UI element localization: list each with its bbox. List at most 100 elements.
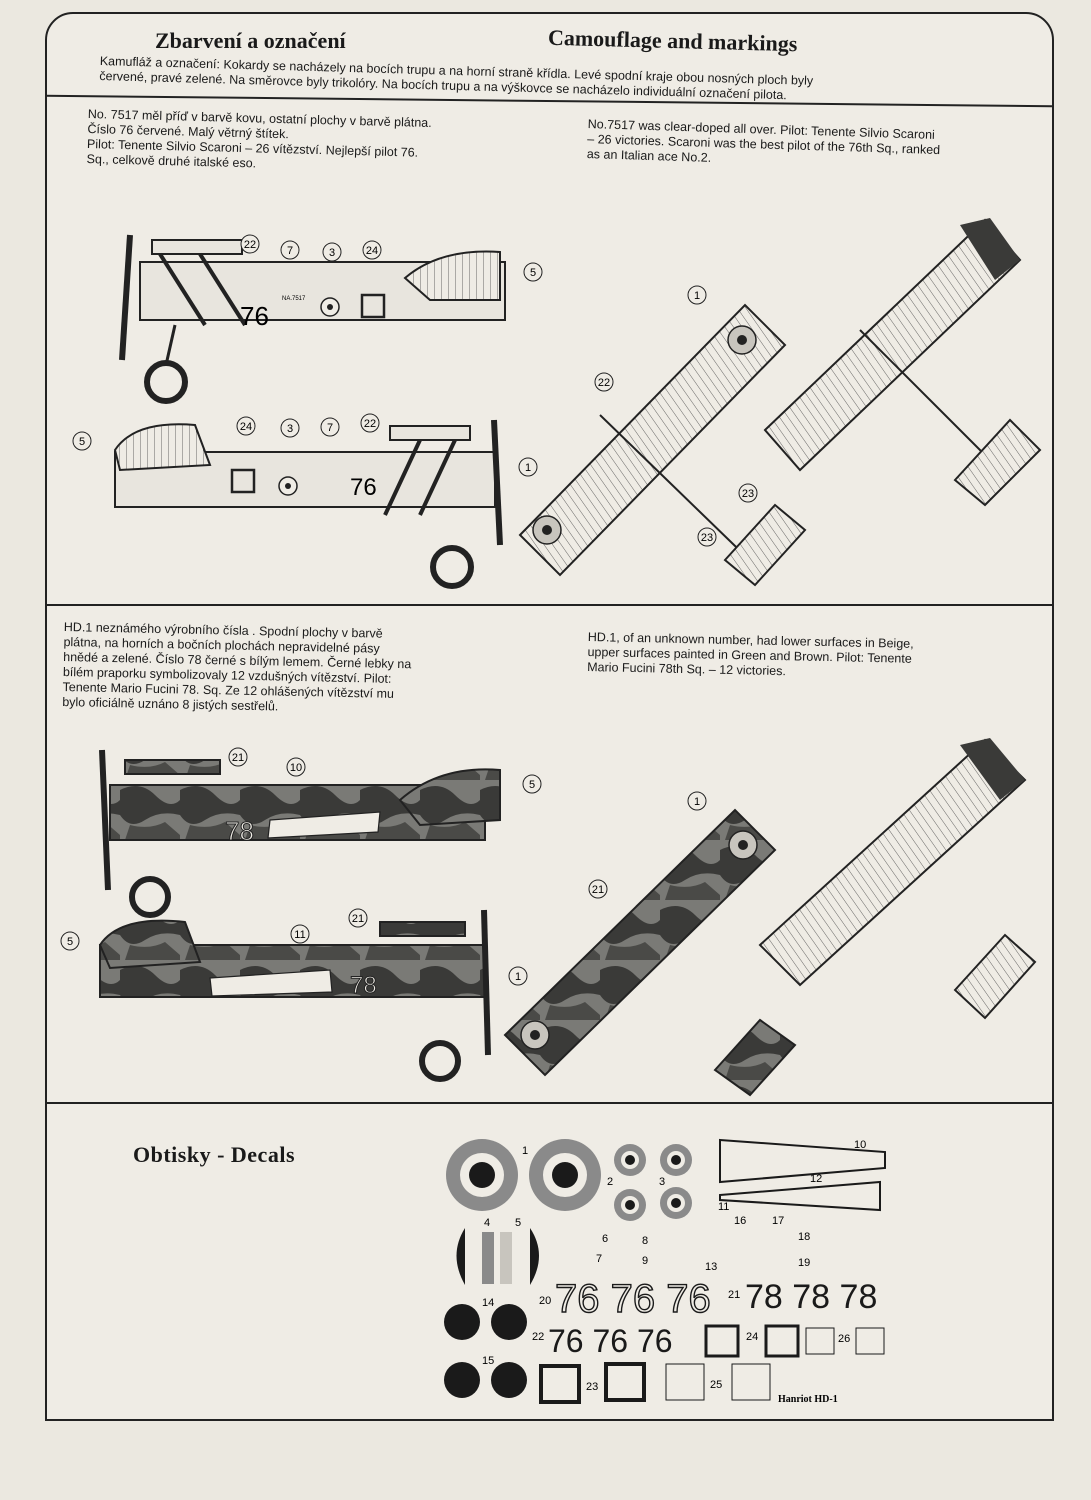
- callout-label: 22: [364, 418, 376, 430]
- decal-pennant-10: [719, 1138, 886, 1184]
- callout-label: 21: [352, 913, 364, 925]
- callout-label: 3: [287, 423, 293, 435]
- tail-fin: [98, 919, 202, 970]
- callout-circle: [687, 791, 707, 811]
- cockade-center: [285, 483, 291, 489]
- decal-number: 14: [482, 1297, 494, 1309]
- decal-square: [704, 1324, 740, 1358]
- decal-center: [625, 1200, 635, 1210]
- callout-circle: [290, 924, 310, 944]
- callout-circle: [72, 431, 92, 451]
- callout-circle: [360, 413, 380, 433]
- decal-pennant-11: [719, 1180, 881, 1212]
- decal-square: [604, 1362, 646, 1402]
- decal-number: 23: [586, 1381, 598, 1393]
- s1-callouts: 22 7 3 24 5 5 24 3 7 22 1 22 1 23 23: [72, 234, 758, 547]
- decal-square: [539, 1364, 581, 1404]
- wheel: [419, 1040, 461, 1082]
- decal-number: 16: [734, 1215, 746, 1227]
- wing-tip-dark: [960, 738, 1025, 800]
- callout-circle: [697, 527, 717, 547]
- skull-pennant: [209, 969, 333, 997]
- tailplane: [713, 1018, 797, 1097]
- divider-section: [45, 604, 1052, 606]
- cockade-center: [542, 525, 552, 535]
- upper-wing: [379, 921, 466, 937]
- square-marking: [230, 468, 256, 494]
- decal-number: 5: [515, 1217, 521, 1229]
- upper-wing: [518, 303, 787, 577]
- fuselage-number: 78: [225, 816, 254, 846]
- callout-circle: [280, 240, 300, 260]
- callout-circle: [228, 747, 248, 767]
- s2-plan-view-lower: [758, 738, 1037, 1020]
- cockade-center: [530, 1030, 540, 1040]
- callout-label: 21: [592, 884, 604, 896]
- tailplane: [723, 503, 807, 587]
- callout-circle: [523, 262, 543, 282]
- decal-center: [625, 1155, 635, 1165]
- cockade-center: [737, 335, 747, 345]
- title-czech: Zbarvení a označení: [155, 28, 346, 53]
- upper-wing: [389, 425, 471, 441]
- s2-side-view-top: 78: [99, 749, 501, 918]
- callout-label: 5: [529, 779, 535, 791]
- callout-circle: [522, 774, 542, 794]
- tail-fin: [403, 250, 501, 301]
- wing-tip-dark: [960, 218, 1020, 280]
- decal-number: 22: [532, 1331, 544, 1343]
- callout-circle: [518, 457, 538, 477]
- decal-emblem: [444, 1304, 480, 1340]
- callout-label: 24: [366, 245, 378, 257]
- decal-number: 17: [772, 1215, 784, 1227]
- decal-number: 15: [482, 1355, 494, 1367]
- decal-number: 2: [607, 1176, 613, 1188]
- s1-plan-view-upper: [518, 303, 807, 587]
- decal-number: 6: [602, 1233, 608, 1245]
- decal-square: [665, 1363, 705, 1401]
- callout-label: 3: [329, 247, 335, 259]
- decal-number: 11: [718, 1201, 729, 1213]
- s2-plan-view-upper: [503, 808, 797, 1097]
- tail-fin: [113, 423, 212, 472]
- decal-number: 13: [705, 1261, 717, 1273]
- wheel: [144, 360, 188, 404]
- callout-circle: [286, 757, 306, 777]
- decal-center: [469, 1162, 495, 1188]
- strut: [198, 252, 247, 327]
- skull-pennant: [267, 811, 381, 839]
- decal-number: 21: [728, 1289, 740, 1301]
- callout-circle: [738, 483, 758, 503]
- square-marking: [360, 293, 386, 319]
- callout-label: 1: [694, 290, 700, 302]
- wheel: [129, 876, 171, 918]
- propeller: [99, 749, 111, 891]
- callout-circle: [362, 240, 382, 260]
- fuselage-number: 76: [350, 474, 377, 501]
- callout-circle: [508, 966, 528, 986]
- callout-circle: [236, 416, 256, 436]
- decal-rudder-stripe: [530, 1228, 539, 1285]
- decal-number: 24: [746, 1331, 758, 1343]
- divider-decals: [45, 1102, 1052, 1104]
- callout-circle: [240, 234, 260, 254]
- callout-circle: [60, 931, 80, 951]
- callout-label: 1: [515, 971, 521, 983]
- decal-emblem: [444, 1362, 480, 1398]
- strut: [383, 439, 422, 516]
- callout-label: 5: [67, 936, 73, 948]
- cockade-center: [327, 304, 333, 310]
- strut: [418, 439, 457, 516]
- propeller: [481, 909, 491, 1056]
- decal-number: 9: [642, 1255, 648, 1267]
- decal-center: [671, 1198, 681, 1208]
- s1-side-view-top: 76 NA.7517: [119, 234, 506, 404]
- decal-76-small: 76 76 76: [548, 1323, 673, 1359]
- decal-number: 26: [838, 1333, 850, 1345]
- decal-number: 20: [539, 1295, 551, 1307]
- callout-circle: [687, 285, 707, 305]
- s2-callouts: 21 10 5 5 11 21 1 21 1: [60, 747, 707, 986]
- wheel: [430, 545, 474, 589]
- callout-circle: [588, 879, 608, 899]
